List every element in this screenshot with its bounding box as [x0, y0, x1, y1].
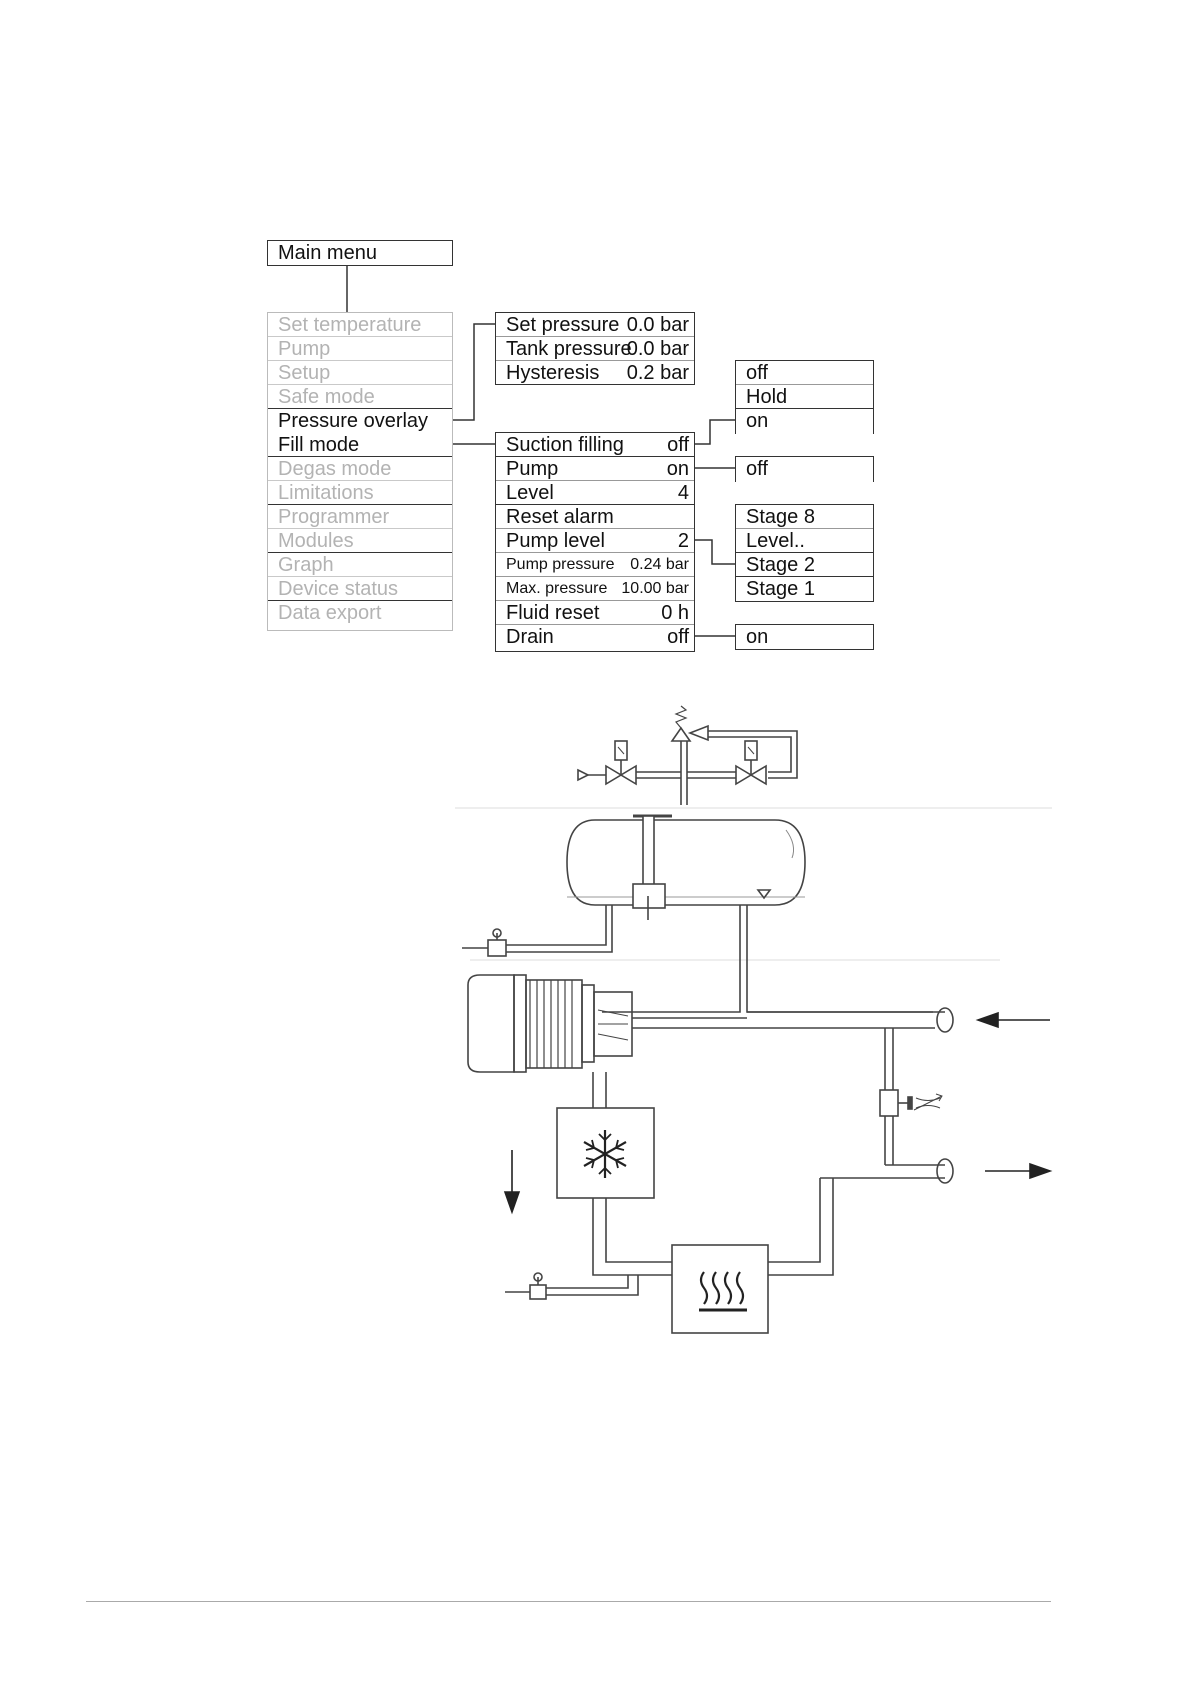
- heater-unit: [592, 1178, 834, 1334]
- fill-label: Level: [506, 482, 554, 504]
- expansion-tank: [566, 814, 806, 920]
- fill-row-pump-pressure[interactable]: Pump pressure 0.24 bar: [496, 553, 694, 577]
- pump-option-off[interactable]: off: [746, 458, 768, 480]
- fill-row-pump[interactable]: Pump on: [496, 457, 694, 481]
- menu-item-modules[interactable]: Modules: [268, 529, 452, 553]
- menu-item-fill-mode[interactable]: Fill mode: [268, 433, 452, 457]
- level-option-stage-8[interactable]: Stage 8: [736, 505, 873, 529]
- suction-option-off[interactable]: off: [736, 361, 873, 385]
- cooler-unit: [556, 1072, 655, 1199]
- fill-value: off: [667, 626, 689, 648]
- tank-outlet-pipes: [500, 905, 933, 1013]
- connector-suction: [695, 419, 735, 445]
- pressure-value: 0.0 bar: [626, 338, 689, 360]
- fill-value: 10.00 bar: [621, 580, 689, 597]
- heat-wave-icon: [699, 1271, 747, 1312]
- menu-item-degas-mode[interactable]: Degas mode: [268, 457, 452, 481]
- fill-label: Fluid reset: [506, 602, 600, 624]
- connector-pump-level: [695, 539, 735, 565]
- footer-divider: [86, 1601, 1051, 1602]
- menu-item-device-status[interactable]: Device status: [268, 577, 452, 601]
- level-option-stage-2[interactable]: Stage 2: [736, 553, 873, 577]
- pressure-value: 0.2 bar: [626, 362, 689, 384]
- fill-label: Pump: [506, 458, 559, 480]
- menu-connector-lines: [346, 266, 735, 637]
- solenoid-valve-left: [577, 740, 681, 786]
- tank-drain-tap: [462, 928, 507, 957]
- lower-drain-tap: [505, 1272, 547, 1300]
- fill-value: 0 h: [661, 602, 689, 624]
- fill-label: Drain: [506, 626, 554, 648]
- fill-mode-submenu: Suction filling off Pump on Level 4 Rese…: [495, 432, 695, 652]
- drain-options-box: on: [735, 624, 874, 650]
- pressure-label: Tank pressure: [506, 338, 632, 360]
- fill-value: off: [667, 434, 689, 456]
- pressure-row-set-pressure[interactable]: Set pressure 0.0 bar: [496, 313, 694, 337]
- inlet-pipe: [747, 1007, 954, 1033]
- connector-pressure-overlay: [453, 323, 495, 421]
- fill-row-max-pressure[interactable]: Max. pressure 10.00 bar: [496, 577, 694, 601]
- level-option-stage-1[interactable]: Stage 1: [746, 578, 815, 600]
- pressure-overlay-submenu: Set pressure 0.0 bar Tank pressure 0.0 b…: [495, 312, 695, 385]
- fill-value: 4: [677, 482, 689, 504]
- menu-item-set-temperature[interactable]: Set temperature: [268, 313, 452, 337]
- menu-item-setup[interactable]: Setup: [268, 361, 452, 385]
- fill-label: Pump pressure: [506, 556, 615, 573]
- level-option-level[interactable]: Level..: [736, 529, 873, 553]
- fill-value: 0.24 bar: [630, 556, 689, 573]
- down-arrow-icon: [503, 1150, 521, 1215]
- outlet-pipe: [820, 1158, 954, 1184]
- lower-drain-pipe: [545, 1275, 639, 1296]
- pump-motor: [467, 974, 935, 1073]
- fill-label: Max. pressure: [506, 580, 608, 597]
- fill-row-level[interactable]: Level 4: [496, 481, 694, 505]
- snowflake-icon: [583, 1130, 627, 1178]
- main-menu-title-box: Main menu: [267, 240, 453, 266]
- menu-item-limitations[interactable]: Limitations: [268, 481, 452, 505]
- menu-item-graph[interactable]: Graph: [268, 553, 452, 577]
- relief-return-pipe: [708, 730, 798, 779]
- fill-row-reset-alarm[interactable]: Reset alarm: [496, 505, 694, 529]
- fill-label: Reset alarm: [506, 506, 614, 528]
- menu-item-safe-mode[interactable]: Safe mode: [268, 385, 452, 409]
- menu-item-pressure-overlay[interactable]: Pressure overlay: [278, 410, 429, 432]
- fill-value: on: [666, 458, 689, 480]
- level-options-box: Stage 8 Level.. Stage 2 Stage 1: [735, 504, 874, 602]
- fill-row-drain[interactable]: Drain off: [496, 625, 694, 649]
- menu-item-programmer[interactable]: Programmer: [268, 505, 452, 529]
- flow-in-arrow-icon: [975, 1011, 1050, 1029]
- pump-options-box: off: [735, 456, 874, 482]
- main-menu-list: Set temperature Pump Setup Safe mode Pre…: [267, 312, 453, 631]
- fill-row-pump-level[interactable]: Pump level 2: [496, 529, 694, 553]
- fill-label: Pump level: [506, 530, 605, 552]
- menu-item-data-export[interactable]: Data export: [278, 602, 382, 624]
- pressure-relief-valve: [670, 705, 709, 805]
- fill-value: 2: [677, 530, 689, 552]
- pressure-value: 0.0 bar: [626, 314, 689, 336]
- pressure-label: Set pressure: [506, 314, 620, 336]
- pressure-row-hysteresis[interactable]: Hysteresis 0.2 bar: [496, 361, 694, 385]
- pressure-label: Hysteresis: [506, 362, 600, 384]
- main-menu-title: Main menu: [278, 242, 377, 264]
- bypass-pipe: [879, 1028, 943, 1165]
- fill-row-suction-filling[interactable]: Suction filling off: [496, 433, 694, 457]
- solenoid-valve-right: [687, 740, 767, 786]
- fill-row-fluid-reset[interactable]: Fluid reset 0 h: [496, 601, 694, 625]
- drain-option-on[interactable]: on: [746, 626, 769, 648]
- suction-option-on[interactable]: on: [746, 410, 769, 432]
- suction-option-hold[interactable]: Hold: [736, 385, 873, 409]
- flow-out-arrow-icon: [985, 1162, 1053, 1180]
- menu-item-pump[interactable]: Pump: [268, 337, 452, 361]
- pressure-row-tank-pressure[interactable]: Tank pressure 0.0 bar: [496, 337, 694, 361]
- fill-label: Suction filling: [506, 434, 624, 456]
- suction-options-box: off Hold on: [735, 360, 874, 434]
